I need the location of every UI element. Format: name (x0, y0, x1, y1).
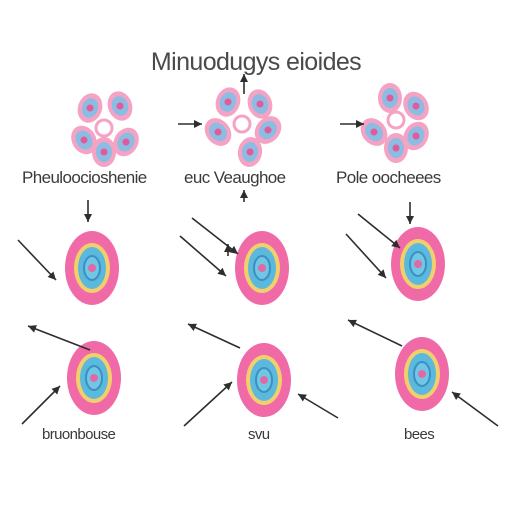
arrow-icon (183, 381, 233, 427)
petal-icon (403, 91, 429, 121)
arrow-shaft (451, 391, 499, 427)
cell-nucleus (414, 260, 422, 268)
arrow-head (223, 382, 232, 391)
cell-nucleus (260, 376, 268, 384)
petal-icon (92, 137, 116, 167)
petal-icon (77, 93, 103, 123)
arrow-icon (240, 74, 248, 94)
diagram-title: Minuodugys eioides (150, 48, 362, 76)
arrow-icon (191, 217, 239, 255)
arrow-head (217, 267, 226, 276)
petal-icon (71, 125, 97, 155)
arrow-head (298, 394, 307, 402)
arrow-shaft (345, 233, 387, 279)
label-row1-col2: euc Veaughoe (184, 168, 286, 187)
arrow-head (452, 392, 461, 400)
oval-cell-icon (235, 231, 289, 305)
arrow-head (51, 386, 60, 395)
petal-icon (215, 87, 241, 117)
flower-cluster-icon (204, 87, 282, 167)
arrow-icon (27, 325, 91, 351)
arrow-head (377, 269, 386, 278)
petal-icon (107, 91, 133, 121)
arrow-shaft (357, 213, 401, 249)
arrow-icon (297, 393, 339, 419)
petal-icon (204, 118, 232, 146)
arrow-head (47, 271, 56, 280)
arrow-icon (224, 244, 232, 256)
arrow-icon (340, 120, 364, 128)
arrow-shaft (27, 325, 91, 351)
arrow-head (240, 190, 248, 198)
arrow-head (240, 74, 248, 82)
arrow-head (224, 244, 232, 252)
label-row3-col2: svu (248, 426, 270, 443)
oval-cell-icon (67, 341, 121, 415)
arrow-head (356, 120, 364, 128)
oval-cell-icon (391, 227, 445, 301)
arrow-icon (179, 235, 227, 277)
arrow-shaft (183, 381, 233, 427)
arrow-head (194, 120, 202, 128)
cell-nucleus (90, 374, 98, 382)
arrow-icon (451, 391, 499, 427)
flower-center (386, 110, 406, 130)
petal-icon (384, 133, 408, 163)
arrow-shaft (191, 217, 239, 255)
arrow-head (391, 239, 400, 248)
arrow-head (348, 319, 357, 328)
arrow-icon (406, 202, 414, 224)
arrow-icon (178, 120, 202, 128)
arrow-icon (84, 200, 92, 222)
arrow-icon (187, 323, 241, 349)
petal-icon (237, 137, 263, 167)
label-row1-col1: Pheuloocioshenie (22, 168, 147, 187)
arrow-shaft (187, 323, 241, 349)
oval-cell-icon (65, 231, 119, 305)
arrow-shaft (21, 385, 61, 425)
petal-icon (254, 116, 282, 144)
arrow-head (188, 323, 197, 331)
arrow-shaft (17, 239, 57, 281)
flower-cluster-icon (360, 83, 429, 163)
cell-nucleus (258, 264, 266, 272)
petal-icon (113, 127, 139, 157)
arrow-icon (357, 213, 401, 249)
petal-icon (360, 118, 388, 146)
arrow-icon (17, 239, 57, 281)
arrow-icon (21, 385, 61, 425)
arrow-head (406, 216, 414, 224)
petal-icon (378, 83, 402, 113)
flower-cluster-icon (71, 91, 139, 167)
oval-cell-icon (237, 343, 291, 417)
flower-center (232, 114, 252, 134)
arrow-head (28, 325, 37, 333)
oval-cell-icon (395, 337, 449, 411)
arrow-head (84, 214, 92, 222)
label-row1-col3: Pole oocheees (336, 168, 441, 187)
arrow-icon (345, 233, 387, 279)
arrow-icon (240, 190, 248, 202)
flower-center (94, 118, 114, 138)
arrow-shaft (347, 319, 403, 347)
petal-icon (403, 121, 429, 151)
cell-nucleus (418, 370, 426, 378)
petal-icon (247, 89, 273, 119)
arrow-icon (347, 319, 403, 347)
label-row3-col3: bees (404, 426, 435, 443)
label-row3-col1: bruonbouse (42, 426, 116, 443)
arrow-shaft (179, 235, 227, 277)
cell-nucleus (88, 264, 96, 272)
